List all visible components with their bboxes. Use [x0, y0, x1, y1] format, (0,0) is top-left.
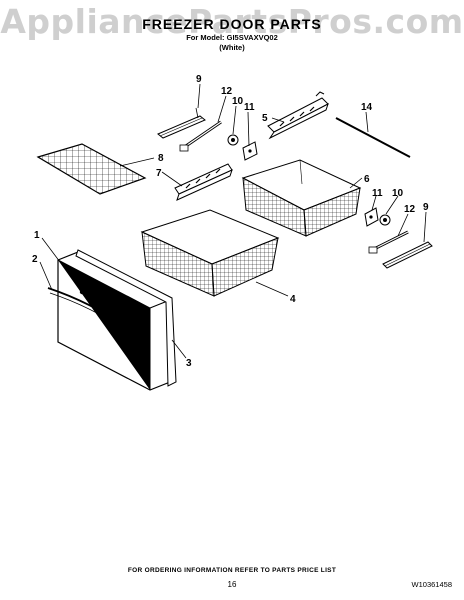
page-number: 16: [227, 580, 237, 589]
callout-5: 5: [262, 113, 268, 124]
part-12-rod-left: [179, 120, 222, 152]
part-14-rod: [335, 117, 411, 158]
callout-1: 1: [34, 230, 40, 241]
callout-2: 2: [32, 254, 38, 265]
callout-4: 4: [290, 294, 296, 305]
callout-14: 14: [361, 102, 373, 113]
part-9-slide-rail-left: [157, 107, 206, 139]
part-6-upper-basket: [241, 159, 362, 237]
part-4-lower-basket: [140, 209, 280, 297]
model-variant: (White): [219, 43, 245, 52]
callout-12-right: 12: [404, 204, 416, 215]
part-11-bracket-left: [242, 141, 258, 161]
part-5-basket-track: [267, 91, 329, 140]
callout-9-top: 9: [196, 74, 202, 85]
part-8-wire-shelf: [36, 143, 147, 195]
watermark: AppliancePartsPros.com: [0, 2, 464, 41]
part-3-door-gasket: [75, 249, 177, 387]
part-11-bracket-right: [364, 207, 379, 227]
model-line: For Model: GI5SVAXVQ02: [186, 33, 278, 42]
callout-9-right: 9: [423, 202, 429, 213]
part-9-slide-rail-right: [382, 241, 433, 269]
callout-10-right: 10: [392, 188, 404, 199]
part-10-gear-left: [227, 134, 239, 146]
ordering-note: FOR ORDERING INFORMATION REFER TO PARTS …: [127, 567, 337, 574]
page-title: FREEZER DOOR PARTS: [142, 16, 322, 32]
callout-11-right: 11: [372, 188, 383, 199]
part-2-door-handle: [47, 287, 131, 334]
callout-10-top: 10: [232, 96, 244, 107]
part-7-divider-track: [174, 163, 233, 201]
leader-lines: [39, 83, 427, 359]
part-13-screws: [79, 289, 133, 319]
callout-labels: 9 12 10 11 5 14 8 7 6 10 11 12 9 1 2 13 …: [32, 74, 429, 369]
callout-7: 7: [156, 168, 162, 179]
callout-13: 13: [94, 292, 106, 303]
callout-12-top: 12: [221, 86, 233, 97]
callout-8: 8: [158, 153, 164, 164]
part-12-rod-right: [368, 230, 409, 254]
part-10-gear-right: [379, 214, 391, 226]
document-number: W10361458: [411, 580, 452, 589]
callout-3: 3: [186, 358, 192, 369]
callout-11-top: 11: [244, 102, 255, 113]
callout-6: 6: [364, 174, 370, 185]
